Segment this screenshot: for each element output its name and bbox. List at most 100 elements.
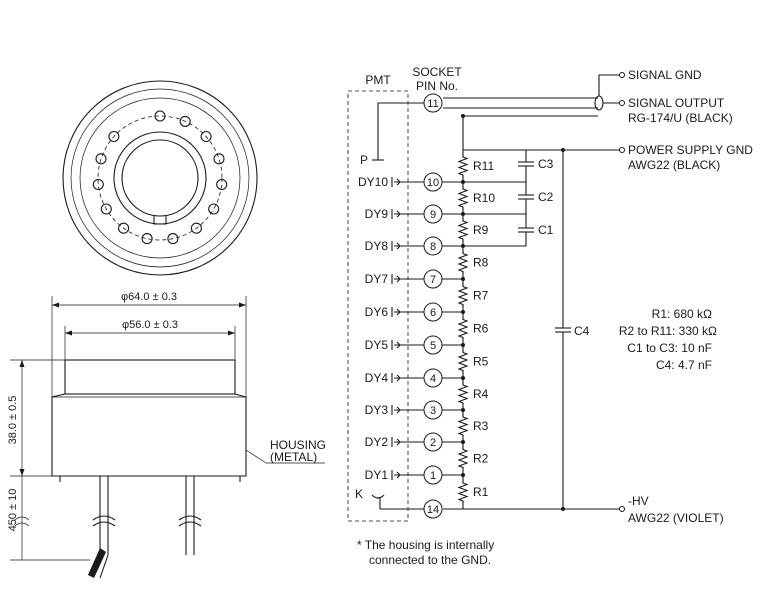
resistor-r1: R1 [457,481,489,503]
resistor-r5: R5 [457,350,489,373]
resistor-r10: R10 [457,187,495,209]
housing-note-line1: * The housing is internally [357,538,494,552]
dynode-lead [394,210,424,218]
socket-pin-5: 5 DY5 [365,335,465,355]
dynode-lead [394,308,424,316]
socket-pin-1: 1 DY1 [365,465,465,485]
dynode-label: DY1 [365,468,389,482]
socket-label: SOCKET [412,65,462,79]
power-gnd-label: POWER SUPPLY GND [628,143,753,157]
housing-note-line2: connected to the GND. [369,553,491,567]
resistor-zigzag [457,284,469,307]
dynode-lead [394,242,424,250]
dynode-label: DY7 [365,272,389,286]
resistor-label: R9 [473,223,489,237]
cathode-label: K [355,487,363,501]
value-c1-c3: C1 to C3: 10 nF [627,341,712,355]
pin-number: 9 [430,209,436,221]
anode-label: P [360,153,368,167]
dynode-label: DY3 [365,403,389,417]
lead-wires [88,476,202,579]
terminal-signal-gnd: SIGNAL GND [619,68,702,82]
pin-number: 2 [430,437,436,449]
top-view [62,80,258,276]
pin-number: 4 [430,373,436,385]
dynode-label: DY8 [365,239,389,253]
pin-hole [190,222,202,234]
pin-number: 10 [427,177,439,189]
component-values: R1: 680 kΩ R2 to R11: 330 kΩ C1 to C3: 1… [619,307,717,372]
pin-number: 5 [430,340,436,352]
pin-hole [141,233,153,245]
pmt-label: PMT [365,73,391,87]
terminal-hv: -HV AWG22 (VIOLET) [619,494,724,525]
pin-hole [167,233,179,245]
resistor-r6: R6 [457,317,489,340]
resistor-zigzag [457,350,469,373]
hv-label: -HV [628,494,649,508]
socket-pin-3: 3 DY3 [365,400,465,420]
resistor-zigzag [457,187,469,209]
socket-pin-4: 4 DY4 [365,368,465,388]
socket-pin-rows: 1110DY109DY98DY87DY76DY65DY54DY43DY32DY2… [358,93,465,519]
resistor-label: R10 [473,191,495,205]
c2-label: C2 [538,190,554,204]
pin-number: 11 [427,98,438,110]
signal-output-label: SIGNAL OUTPUT [628,96,725,110]
resistor-label: R11 [473,159,494,173]
pin-number: 6 [430,307,436,319]
voltage-divider-schematic: PMT SOCKET PIN No. P K 1110DY109DY98DY87… [347,65,753,567]
dynode-label: DY5 [365,338,389,352]
resistor-zigzag [457,317,469,340]
resistor-label: R6 [473,322,489,336]
resistor-label: R3 [473,419,489,433]
pin-hole [208,203,220,215]
lead-length-dim: 450 ± 10 [7,489,19,532]
resistor-zigzag [457,383,469,405]
pin-hole [100,203,112,215]
resistor-r7: R7 [457,284,489,307]
pin-hole [216,178,228,191]
pin-number: 7 [430,274,436,286]
capacitor-c4 [555,327,571,333]
terminal-signal-output: SIGNAL OUTPUT RG-174/U (BLACK) [619,96,733,125]
dynode-lead [394,275,424,283]
socket-pin-11: 11 [423,93,443,113]
resistor-zigzag [457,219,469,241]
pin-circle [423,499,443,519]
height-dim: 38.0 ± 0.5 [7,396,19,445]
dynode-lead [394,374,424,382]
resistor-zigzag [457,251,469,274]
pin-number: 3 [430,405,436,417]
resistor-label: R2 [473,452,489,466]
signal-cable-label: RG-174/U (BLACK) [628,111,733,125]
resistor-r4: R4 [457,383,489,405]
pin-number: 1 [430,470,436,482]
housing-label: HOUSING [270,438,326,452]
pin-hole [154,110,166,122]
resistor-zigzag [457,415,469,437]
socket-pin-7: 7 DY7 [365,269,465,289]
c3-label: C3 [538,157,554,171]
pin-hole [108,130,120,143]
resistor-label: R5 [473,355,489,369]
pin-holes [92,110,228,245]
resistor-label: R4 [473,387,489,401]
capacitor-c1 [518,227,534,233]
dynode-label: DY4 [365,371,389,385]
power-gnd-cable-label: AWG22 (BLACK) [628,158,720,172]
resistor-label: R1 [473,485,489,499]
dynode-label: DY10 [358,175,388,189]
resistor-r11: R11 [457,155,494,177]
dynode-lead [394,471,424,479]
housing-material-label: (METAL) [270,450,317,464]
capacitor-c2 [518,194,534,200]
resistor-zigzag [457,155,469,177]
capacitor-c3 [518,161,534,167]
value-r2-r11: R2 to R11: 330 kΩ [619,324,717,338]
pin-hole [179,115,191,127]
resistor-r9: R9 [457,219,489,241]
